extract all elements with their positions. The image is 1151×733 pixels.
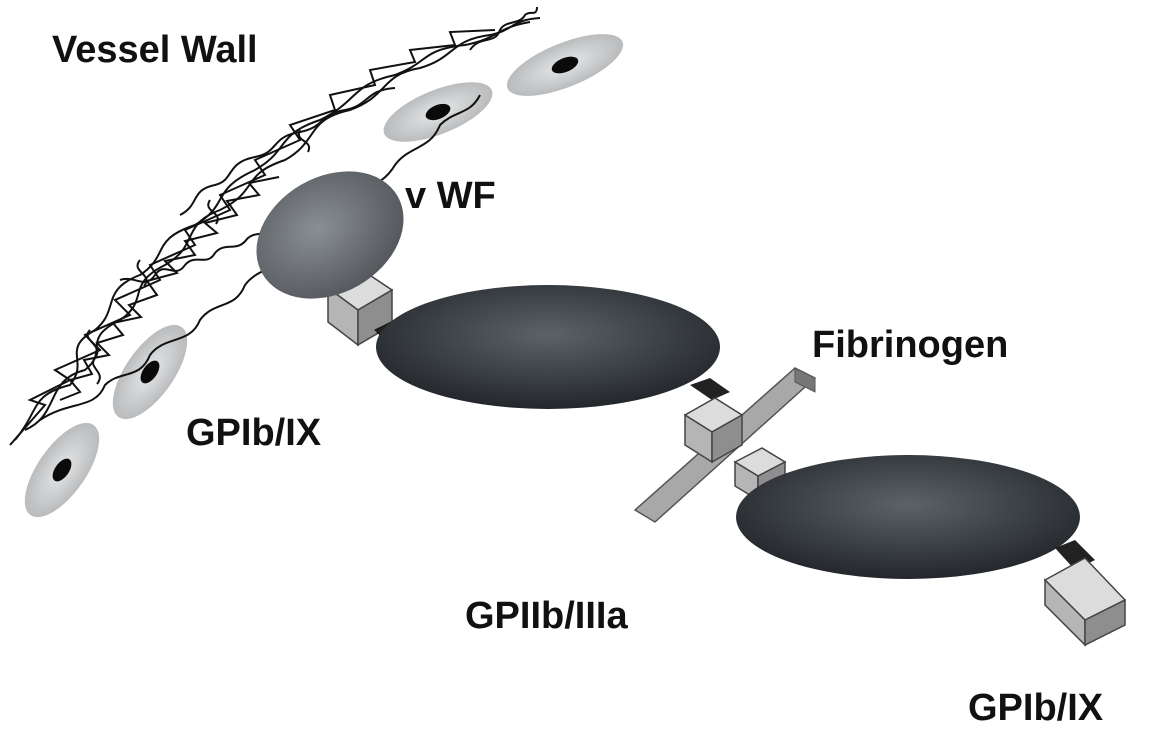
label-gpib-ix-right: GPIb/IX [968, 687, 1104, 729]
endothelial-cell [376, 70, 500, 154]
gpiib-iiia-cube-upper [685, 378, 742, 462]
platelet-1 [376, 285, 720, 409]
platelet-2 [736, 455, 1080, 579]
label-vwf: v WF [405, 175, 496, 217]
gpib-ix-cube-right [1045, 540, 1125, 645]
endothelial-cell [499, 21, 630, 108]
label-gpib-ix-left: GPIb/IX [186, 412, 322, 454]
label-fibrinogen: Fibrinogen [812, 324, 1008, 366]
label-vessel-wall: Vessel Wall [52, 29, 258, 71]
label-gpiib-iiia: GPIIb/IIIa [465, 595, 628, 637]
